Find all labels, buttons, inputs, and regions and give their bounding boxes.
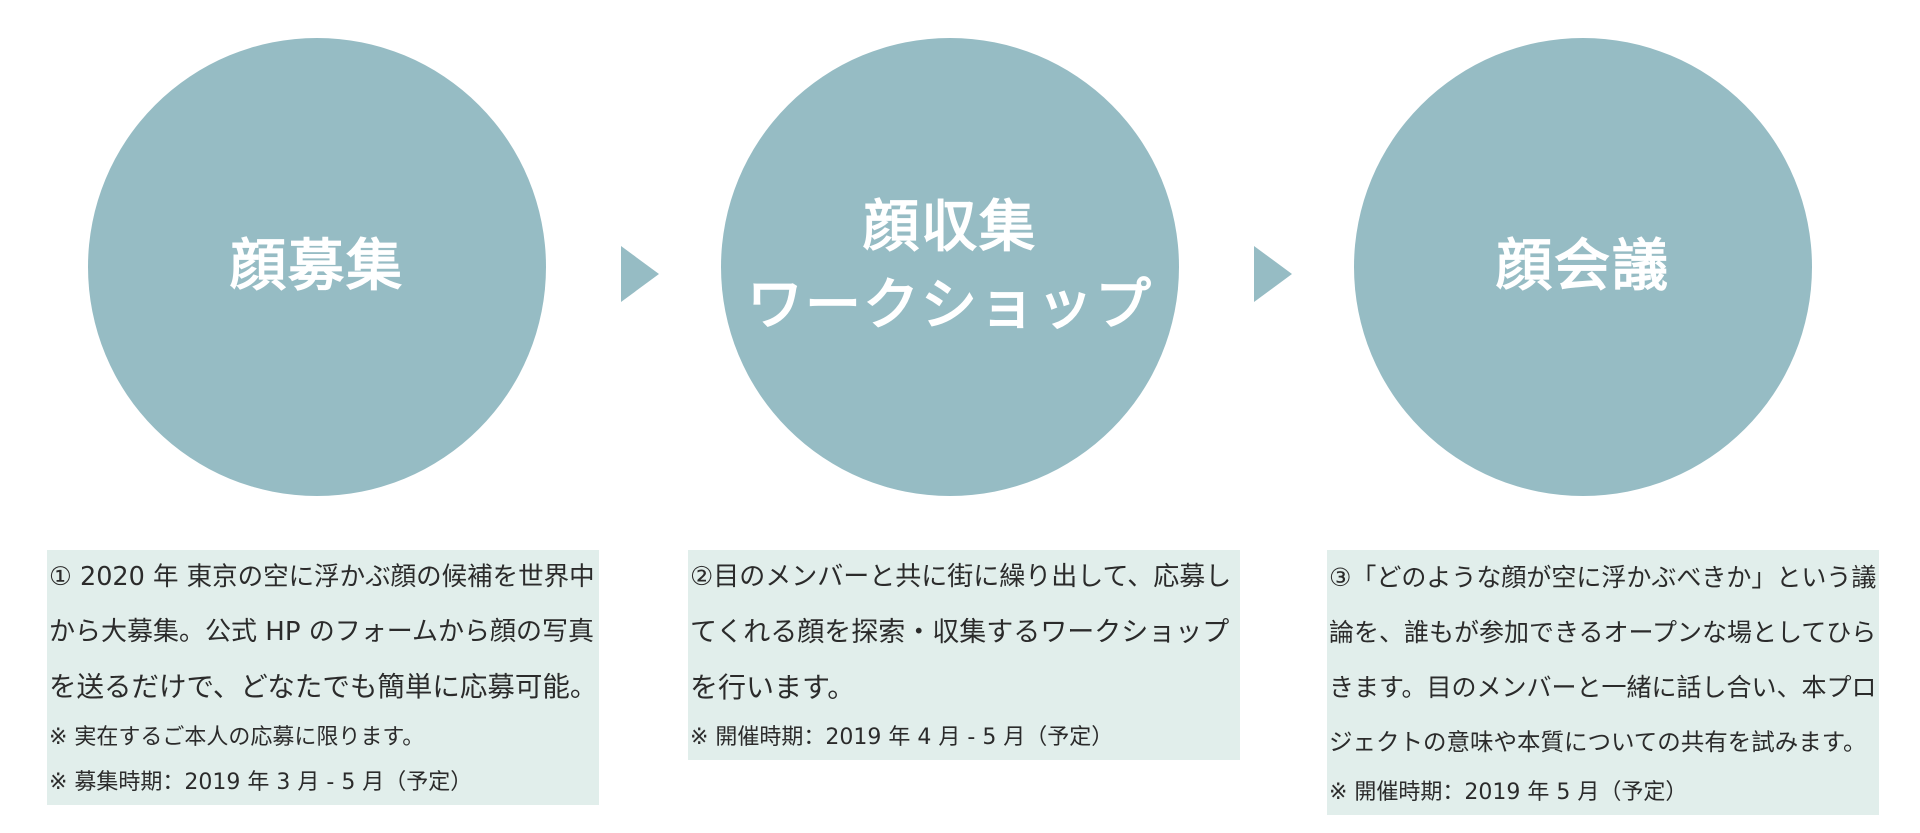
description-note: ※ 実在するご本人の応募に限ります。 bbox=[49, 725, 425, 750]
description-line: 論を、誰もが参加できるオープンな場としてひら bbox=[1329, 618, 1877, 647]
description-line: ジェクトの意味や本質についての共有を試みます。 bbox=[1329, 728, 1867, 756]
description-line: てくれる顔を探索・収集するワークショップ bbox=[690, 617, 1230, 648]
step-2-title: 顔収集 ワークショップ bbox=[747, 195, 1153, 338]
step-1-circle: 顔募集 bbox=[88, 38, 546, 496]
description-line: きます。目のメンバーと一緒に話し合い、本プロ bbox=[1329, 673, 1877, 702]
description-note: ※ 開催時期：2019 年 5 月（予定） bbox=[1329, 780, 1688, 805]
step-3-title: 顔会議 bbox=[1496, 234, 1670, 299]
arrow-right-icon bbox=[621, 246, 659, 302]
description-line: ②目のメンバーと共に街に繰り出して、応募し bbox=[690, 562, 1232, 592]
arrow-right-icon bbox=[1254, 246, 1292, 302]
step-1-title: 顔募集 bbox=[230, 234, 404, 299]
step-1-description: ① 2020 年 東京の空に浮かぶ顔の候補を世界中 から大募集。公式 HP のフ… bbox=[47, 550, 599, 805]
description-note: ※ 開催時期：2019 年 4 月 - 5 月（予定） bbox=[690, 725, 1114, 750]
step-3-description: ③「どのような顔が空に浮かぶべきか」という議 論を、誰もが参加できるオープンな場… bbox=[1327, 550, 1879, 815]
step-3-circle: 顔会議 bbox=[1354, 38, 1812, 496]
description-line: を送るだけで、どなたでも簡単に応募可能。 bbox=[49, 671, 598, 703]
description-line: ③「どのような顔が空に浮かぶべきか」という議 bbox=[1329, 563, 1877, 592]
step-2-description: ②目のメンバーと共に街に繰り出して、応募し てくれる顔を探索・収集するワークショ… bbox=[688, 550, 1240, 760]
description-line: から大募集。公式 HP のフォームから顔の写真 bbox=[49, 617, 594, 647]
description-line: ① 2020 年 東京の空に浮かぶ顔の候補を世界中 bbox=[49, 562, 595, 592]
step-2-circle: 顔収集 ワークショップ bbox=[721, 38, 1179, 496]
description-note: ※ 募集時期：2019 年 3 月 - 5 月（予定） bbox=[49, 770, 473, 795]
description-line: を行います。 bbox=[690, 671, 856, 704]
